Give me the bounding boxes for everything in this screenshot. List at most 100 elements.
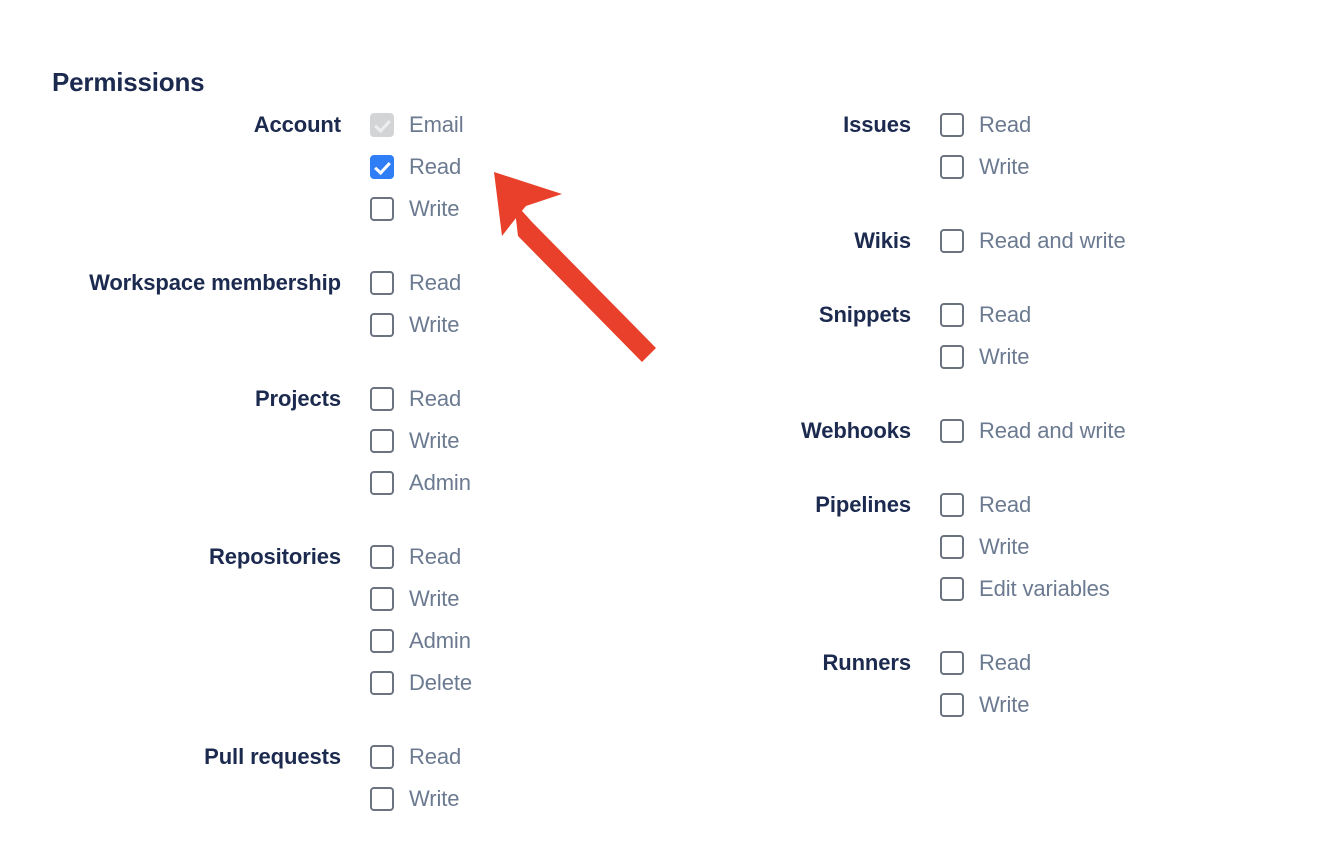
group-label-snippets: Snippets [818, 302, 911, 327]
option-label-account-read: Read [409, 154, 462, 179]
group-label-account: Account [253, 112, 341, 137]
option-label-projects-read: Read [409, 386, 462, 411]
option-row-projects-write[interactable]: Write [370, 420, 660, 462]
checkbox-pipelines-edit-variables[interactable] [940, 577, 964, 601]
option-label-snippets-read: Read [979, 302, 1032, 327]
checkbox-repositories-admin[interactable] [370, 629, 394, 653]
option-row-projects-read[interactable]: Read [370, 378, 660, 420]
option-label-snippets-write: Write [979, 344, 1030, 369]
option-list-webhooks: Read and write [940, 410, 1260, 452]
checkbox-projects-read[interactable] [370, 387, 394, 411]
checkbox-runners-read[interactable] [940, 651, 964, 675]
checkbox-webhooks-read-and-write[interactable] [940, 419, 964, 443]
checkbox-account-write[interactable] [370, 197, 394, 221]
checkbox-projects-write[interactable] [370, 429, 394, 453]
option-row-repositories-admin[interactable]: Admin [370, 620, 660, 662]
option-label-wikis-read-and-write: Read and write [979, 228, 1126, 253]
checkbox-issues-write[interactable] [940, 155, 964, 179]
option-row-snippets-read[interactable]: Read [940, 294, 1260, 336]
option-label-webhooks-read-and-write: Read and write [979, 418, 1126, 443]
checkbox-account-email [370, 113, 394, 137]
option-row-account-write[interactable]: Write [370, 188, 660, 230]
option-label-runners-write: Write [979, 692, 1030, 717]
option-row-repositories-read[interactable]: Read [370, 536, 660, 578]
option-row-repositories-write[interactable]: Write [370, 578, 660, 620]
option-label-repositories-read: Read [409, 544, 462, 569]
group-label-repositories: Repositories [208, 544, 341, 569]
checkbox-repositories-read[interactable] [370, 545, 394, 569]
option-label-runners-read: Read [979, 650, 1032, 675]
checkbox-pipelines-read[interactable] [940, 493, 964, 517]
checkbox-pull-requests-write[interactable] [370, 787, 394, 811]
option-label-workspace-membership-write: Write [409, 312, 460, 337]
checkbox-wikis-read-and-write[interactable] [940, 229, 964, 253]
option-label-pipelines-edit-variables: Edit variables [979, 576, 1110, 601]
group-label-workspace-membership: Workspace membership [89, 270, 341, 295]
option-row-wikis-read-and-write[interactable]: Read and write [940, 220, 1260, 262]
option-row-runners-write[interactable]: Write [940, 684, 1260, 726]
checkbox-runners-write[interactable] [940, 693, 964, 717]
option-label-issues-write: Write [979, 154, 1030, 179]
checkbox-workspace-membership-read[interactable] [370, 271, 394, 295]
group-label-wikis: Wikis [854, 228, 911, 253]
option-label-issues-read: Read [979, 112, 1032, 137]
option-row-account-email[interactable]: Email [370, 104, 660, 146]
permission-group-wikis: Wikis Read and write [600, 220, 1260, 262]
checkbox-issues-read[interactable] [940, 113, 964, 137]
option-row-webhooks-read-and-write[interactable]: Read and write [940, 410, 1260, 452]
group-label-webhooks: Webhooks [800, 418, 911, 443]
option-row-issues-write[interactable]: Write [940, 146, 1260, 188]
option-label-pipelines-write: Write [979, 534, 1030, 559]
group-label-pull-requests: Pull requests [204, 744, 341, 769]
option-row-pipelines-write[interactable]: Write [940, 526, 1260, 568]
option-label-account-write: Write [409, 196, 460, 221]
option-label-projects-write: Write [409, 428, 460, 453]
option-row-projects-admin[interactable]: Admin [370, 462, 660, 504]
option-row-repositories-delete[interactable]: Delete [370, 662, 660, 704]
option-row-pull-requests-write[interactable]: Write [370, 778, 660, 820]
checkbox-pipelines-write[interactable] [940, 535, 964, 559]
option-row-pipelines-edit-variables[interactable]: Edit variables [940, 568, 1260, 610]
option-row-snippets-write[interactable]: Write [940, 336, 1260, 378]
option-row-issues-read[interactable]: Read [940, 104, 1260, 146]
checkbox-pull-requests-read[interactable] [370, 745, 394, 769]
checkbox-repositories-delete[interactable] [370, 671, 394, 695]
checkbox-workspace-membership-write[interactable] [370, 313, 394, 337]
option-label-repositories-write: Write [409, 586, 460, 611]
checkbox-account-read[interactable] [370, 155, 394, 179]
option-label-repositories-delete: Delete [409, 670, 472, 695]
option-row-workspace-membership-write[interactable]: Write [370, 304, 660, 346]
option-row-pull-requests-read[interactable]: Read [370, 736, 660, 778]
option-row-account-read[interactable]: Read [370, 146, 660, 188]
group-label-pipelines: Pipelines [815, 492, 911, 517]
permission-group-webhooks: Webhooks Read and write [600, 410, 1260, 452]
option-label-account-email: Email [409, 112, 464, 137]
option-row-workspace-membership-read[interactable]: Read [370, 262, 660, 304]
option-label-workspace-membership-read: Read [409, 270, 462, 295]
checkbox-snippets-read[interactable] [940, 303, 964, 327]
option-row-pipelines-read[interactable]: Read [940, 484, 1260, 526]
option-label-pull-requests-read: Read [409, 744, 462, 769]
group-label-runners: Runners [822, 650, 911, 675]
checkbox-repositories-write[interactable] [370, 587, 394, 611]
checkbox-projects-admin[interactable] [370, 471, 394, 495]
option-row-runners-read[interactable]: Read [940, 642, 1260, 684]
page-title: Permissions [52, 67, 205, 98]
checkbox-snippets-write[interactable] [940, 345, 964, 369]
option-list-wikis: Read and write [940, 220, 1260, 262]
